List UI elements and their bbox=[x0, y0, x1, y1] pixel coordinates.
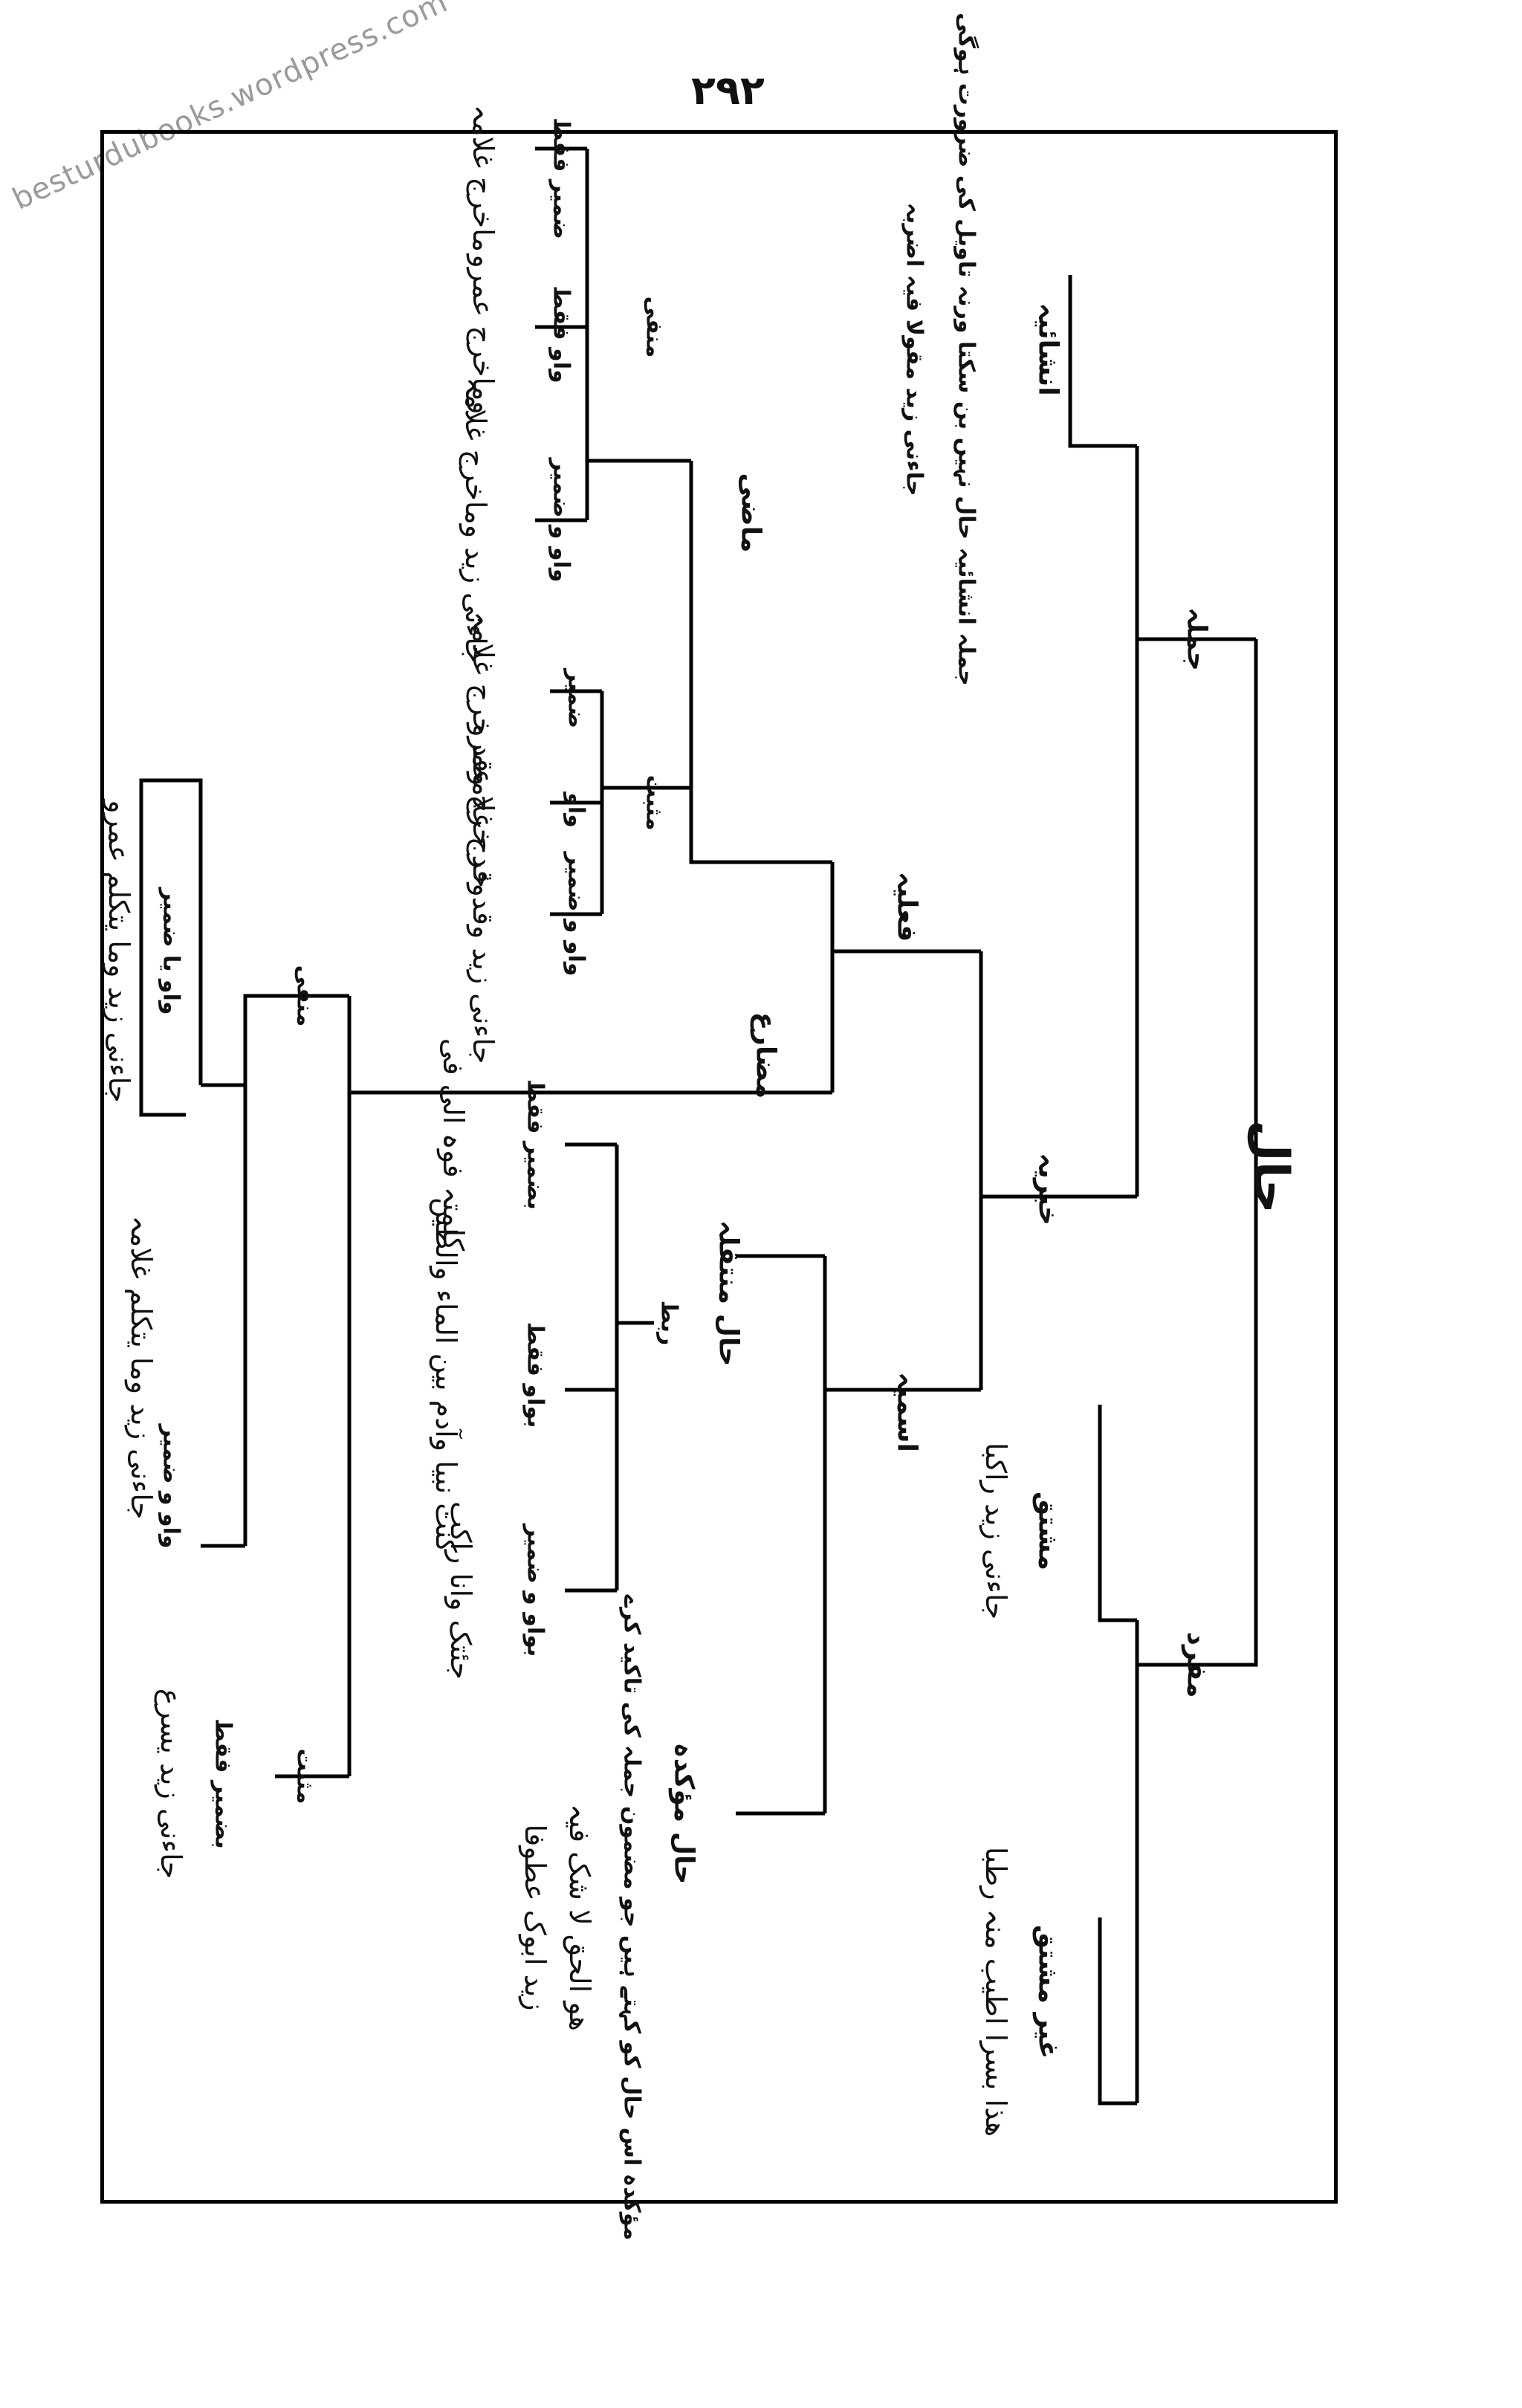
madi-manfi-label: منفی bbox=[641, 296, 667, 358]
mushtaqq-label: مشتق bbox=[1032, 1491, 1063, 1571]
muakkida-example-2: زید ابوک عطوفا bbox=[519, 1824, 551, 2011]
inshaiyya-example: جاءنی زید مقولا فیہ اضربہ bbox=[901, 202, 927, 496]
muakkida-example: ھو الحق لا شک فیہ bbox=[563, 1804, 596, 2031]
page-number: ۲۹۲ bbox=[691, 67, 765, 114]
ismiyya-example-3: جئتک وانا راکب bbox=[444, 1501, 477, 1680]
diagram-frame bbox=[100, 130, 1338, 2204]
inshaiyya-label: انشائیہ bbox=[1032, 302, 1063, 396]
mufrad-label: مفرد bbox=[1181, 1631, 1212, 1698]
ismiyya-branch-2: بواو فقط bbox=[522, 1321, 548, 1428]
mudari-muthbat-label: مثبت bbox=[291, 1748, 318, 1805]
madi-muthbat-branch-2: واو bbox=[563, 792, 589, 828]
filiyya-label: فعلیہ bbox=[891, 871, 922, 942]
jumla-connector bbox=[1135, 446, 1256, 1197]
madi-muthbat-example-3: جاءنی زید وقد خرج غلامہ bbox=[467, 764, 499, 1064]
ghair-mushtaqq-example: ھذا بسرا اطیب منہ رطبا bbox=[979, 1846, 1012, 2137]
mudari-manfi-branch-1: واو یا ضمیر bbox=[158, 887, 184, 1015]
mudari-label: مضارع bbox=[750, 1012, 781, 1099]
mudari-manfi bbox=[243, 994, 349, 1546]
mufrad-branches bbox=[1098, 1405, 1137, 2106]
madi-manfi-example-1: ماخرج غلامہ bbox=[467, 104, 499, 253]
ismiyya-rabt bbox=[615, 1145, 654, 1590]
mudari-muthbat-branch-1: بضمیر فقط bbox=[210, 1718, 236, 1849]
madi-muthbat-leaves bbox=[550, 689, 602, 916]
jumla-label: جملہ bbox=[1181, 607, 1212, 671]
rabt-label: ربط bbox=[655, 1300, 682, 1346]
jumla-branches bbox=[979, 275, 1137, 1390]
muakkida-note: مؤکدہ اس حال کو کہتے ہیں جو مضمون جملہ ک… bbox=[618, 1594, 645, 2241]
muakkida-label: حال مؤکدہ bbox=[668, 1742, 699, 1885]
madi-manfi bbox=[585, 149, 691, 520]
inshaiyya-note: جملہ انشائیہ حال نہیں بن سکتا ورنہ تاویل… bbox=[953, 13, 979, 686]
mufrad-connector bbox=[1135, 1620, 1256, 2103]
khabariyya-label: خبریہ bbox=[1032, 1153, 1063, 1226]
mudari-muthbat-example-1: جاءنی زید یسرع bbox=[155, 1688, 187, 1880]
mudari-manfi-leaves bbox=[139, 778, 245, 1548]
mudari-manfi-branch-2: واو و ضمیر bbox=[158, 1424, 184, 1549]
madi-muthbat-branch-1: ضمیر bbox=[563, 668, 589, 729]
ismiyya-label: اسمیہ bbox=[891, 1372, 922, 1452]
ismiyya-branch-1: بضمیر فقط bbox=[522, 1079, 548, 1210]
madi-muthbat-label: مثبت bbox=[641, 774, 667, 831]
filiyya-branch bbox=[830, 862, 981, 1093]
mushtaqq-example: جاءنی زید راکبا bbox=[979, 1442, 1012, 1620]
root-label: حال bbox=[1243, 1120, 1298, 1214]
ghair-mushtaqq-label: غیر مشتق bbox=[1032, 1924, 1063, 2059]
madi-branch bbox=[689, 461, 832, 864]
ismiyya-rabt-leaves bbox=[565, 1142, 617, 1593]
madi-muthbat-branch-3: واو و ضمیر bbox=[563, 852, 589, 977]
ismiyya-branch bbox=[823, 1256, 981, 1813]
ismiyya-example-2: کنت نبیا وآدم بین الماء والطین bbox=[430, 1197, 462, 1553]
muntaqila-label: حال منتقلہ bbox=[713, 1220, 744, 1367]
mudari-manfi-example-2: جاءنی زید وما یتکلم غلامہ bbox=[125, 1215, 158, 1520]
mudari-manfi-label: منفی bbox=[291, 965, 318, 1027]
madi-label: ماضی bbox=[735, 473, 766, 553]
ismiyya-branch-3: بواو و ضمیر bbox=[522, 1524, 548, 1657]
madi-manfi-branch-2: واو فقط bbox=[548, 285, 574, 383]
mudari-manfi-example-1: جاءنی زید وما یتکلم عمرو bbox=[103, 800, 135, 1103]
madi-manfi-branch-3: واو و ضمیر bbox=[548, 458, 574, 583]
mudari-branch bbox=[347, 996, 832, 1776]
madi-manfi-branch-1: ضمیر فقط bbox=[548, 117, 574, 239]
madi-manfi-leaves bbox=[535, 146, 587, 522]
